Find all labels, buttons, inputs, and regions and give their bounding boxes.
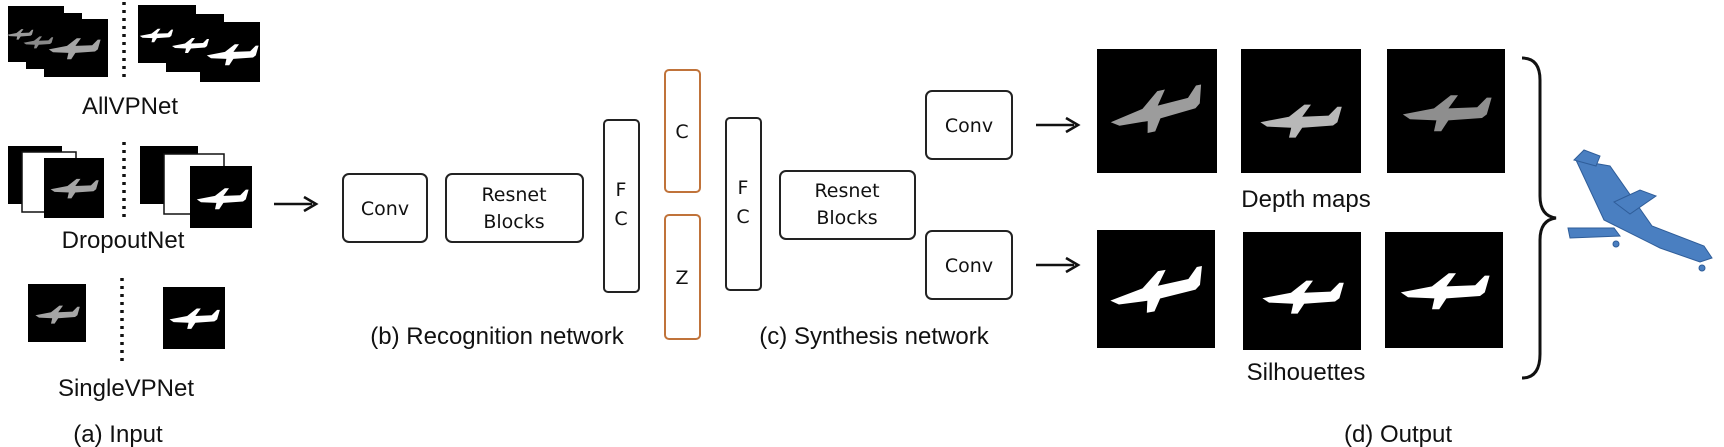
reconstructed-3d-model — [1567, 149, 1713, 272]
singlevpnet-label: SingleVPNet — [58, 375, 194, 402]
synthesis-resnet-label-line1: Resnet — [814, 180, 879, 202]
synthesis-conv-top-block: Conv — [925, 90, 1013, 160]
synthesis-network: F C Resnet Blocks Conv Conv (c) Synthesi… — [725, 90, 1013, 350]
synthesis-resnet-block: Resnet Blocks — [779, 170, 916, 240]
latent-c-block: C — [664, 69, 701, 193]
singlevpnet-right-tile — [163, 287, 225, 349]
synthesis-conv-bottom-block: Conv — [925, 230, 1013, 300]
silhouette-output-arrow — [1036, 256, 1081, 274]
output-caption: (d) Output — [1344, 421, 1452, 447]
recognition-caption: (b) Recognition network — [370, 323, 624, 350]
input-section: AllVPNet DropoutNet SingleVPNet (a) Inpu… — [7, 2, 260, 447]
recognition-fc-label-line2: C — [614, 208, 627, 230]
recognition-resnet-label-line1: Resnet — [481, 184, 546, 206]
allvpnet-right-stack — [138, 5, 260, 82]
latent-z-label: Z — [675, 267, 688, 289]
input-caption: (a) Input — [73, 421, 163, 447]
depth-maps-label: Depth maps — [1241, 186, 1370, 213]
synthesis-conv-top-label: Conv — [945, 115, 993, 137]
depth-map-tile-3 — [1387, 49, 1505, 173]
output-brace — [1521, 56, 1557, 380]
silhouette-tile-3 — [1385, 232, 1503, 348]
latent-z-block: Z — [664, 214, 701, 340]
synthesis-fc-label-line2: C — [736, 206, 749, 228]
allvpnet-label: AllVPNet — [82, 93, 178, 120]
recognition-fc-label-line1: F — [616, 179, 627, 201]
recognition-resnet-label-line2: Blocks — [483, 211, 544, 233]
dropoutnet-label: DropoutNet — [62, 227, 185, 254]
synthesis-caption: (c) Synthesis network — [759, 323, 989, 350]
recognition-network: Conv Resnet Blocks F C (b) Recognition n… — [342, 119, 640, 350]
silhouettes-label: Silhouettes — [1247, 359, 1366, 386]
synthesis-fc-block: F C — [725, 117, 762, 291]
recognition-resnet-block: Resnet Blocks — [445, 173, 584, 243]
dropoutnet-right-stack — [140, 146, 252, 228]
synthesis-fc-label-line1: F — [738, 177, 749, 199]
dropoutnet-left-stack — [8, 146, 104, 218]
silhouette-tile-2 — [1243, 232, 1361, 350]
depth-map-tile-2 — [1241, 49, 1361, 173]
silhouette-tile-1 — [1097, 230, 1215, 348]
recognition-fc-block: F C — [603, 119, 640, 293]
depth-map-tile-1 — [1097, 49, 1217, 173]
synthesis-conv-bottom-label: Conv — [945, 255, 993, 277]
output-section: Depth maps Silhouettes (d) Output — [1097, 49, 1713, 447]
singlevpnet-left-tile — [28, 284, 86, 342]
synthesis-resnet-label-line2: Blocks — [816, 207, 877, 229]
latent-codes: C Z — [664, 69, 701, 340]
latent-c-label: C — [675, 121, 688, 143]
allvpnet-left-stack — [7, 6, 108, 77]
depth-output-arrow — [1036, 116, 1081, 134]
recognition-conv-block: Conv — [342, 173, 428, 243]
input-arrow — [274, 195, 319, 213]
recognition-conv-label: Conv — [361, 198, 409, 220]
